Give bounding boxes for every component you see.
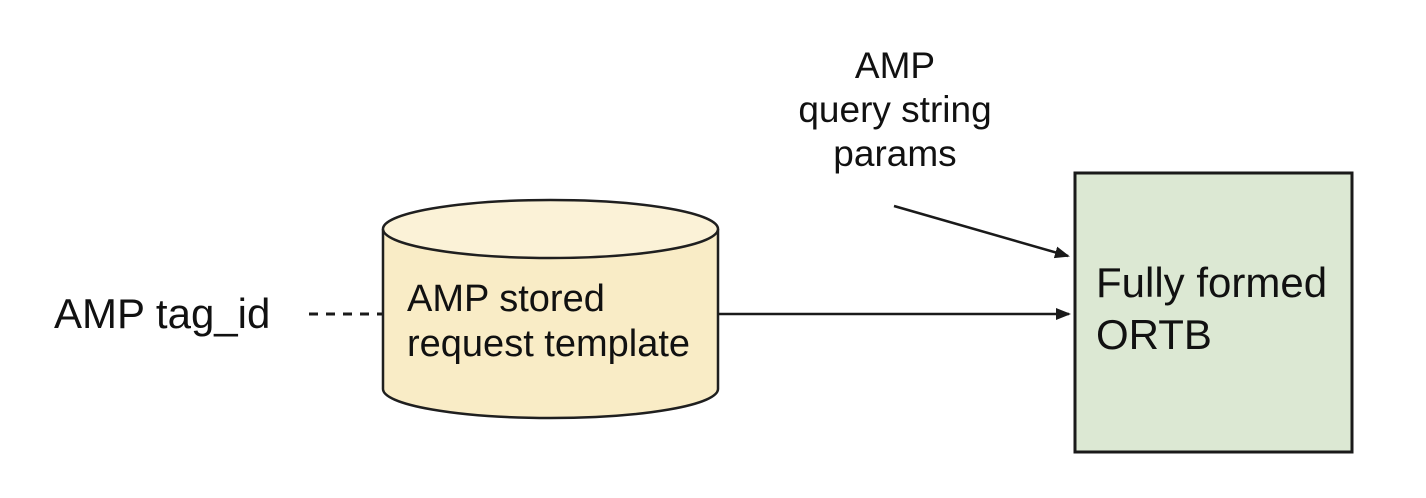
query-string-params-label: AMP query string params xyxy=(798,45,992,174)
stored-request-cylinder xyxy=(381,198,720,420)
cylinder-body xyxy=(381,229,720,420)
stored-request-cylinder-label: AMP stored request template xyxy=(407,278,691,365)
cylinder-top xyxy=(381,198,720,260)
query-params-to-ortb-arrow xyxy=(893,204,1070,259)
amp-tag-id-label: AMP tag_id xyxy=(54,290,271,337)
ortb-box xyxy=(1073,171,1354,454)
ortb-box-label: Fully formed ORTB xyxy=(1096,259,1328,358)
